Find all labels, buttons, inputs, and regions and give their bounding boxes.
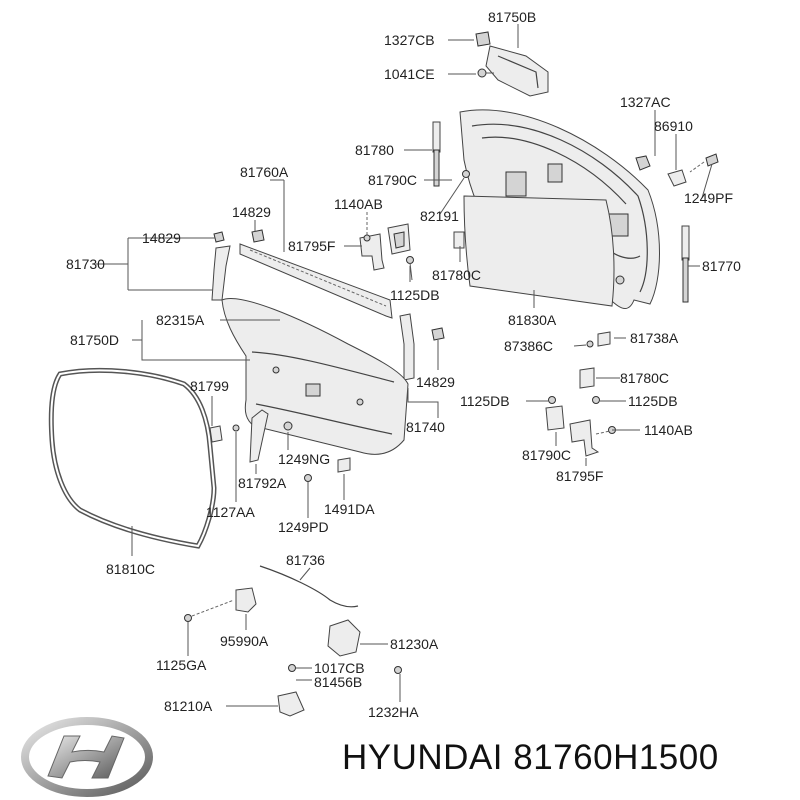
bolt-1127AA (232, 424, 240, 432)
bolt-1017CB (288, 664, 296, 672)
brand-title: HYUNDAI 81760H1500 (342, 738, 719, 777)
striker-81210A (277, 691, 305, 717)
gas-strut-left (432, 121, 441, 187)
callout-81750B: 81750B (488, 9, 536, 25)
callout-81730: 81730 (66, 256, 105, 272)
clip-82191 (462, 170, 470, 178)
bracket-81799 (209, 425, 223, 443)
bracket-top (485, 45, 549, 97)
callout-81210A: 81210A (164, 698, 213, 714)
callout-1327CB: 1327CB (384, 32, 435, 48)
bolt-1125DB-c (592, 396, 600, 404)
callout-1127AA: 1127AA (206, 504, 255, 520)
callout-14829-a: 14829 (232, 204, 271, 220)
callout-81795F-top: 81795F (288, 238, 335, 254)
callout-81760A: 81760A (240, 164, 289, 180)
callout-82191: 82191 (420, 208, 459, 224)
lower-trim-panel (221, 298, 409, 455)
callout-1327AC: 1327AC (620, 94, 671, 110)
hyundai-logo-icon (21, 717, 153, 797)
bracket-81790C-top (387, 223, 411, 255)
callout-86910: 86910 (654, 118, 693, 134)
bracket-81795F-top (359, 233, 385, 271)
clip-1327CB (475, 31, 491, 47)
bolt-1140AB-top (363, 212, 371, 242)
callout-1140AB-right: 1140AB (644, 422, 693, 438)
clip-14829-c (431, 327, 445, 341)
bolt-1232HA (394, 666, 402, 674)
clip-14829-a (213, 231, 225, 243)
callout-81790C-right: 81790C (522, 447, 571, 463)
callout-1249NG: 1249NG (278, 451, 330, 467)
callout-labels: 81750B 1327CB 1041CE 1327AC 86910 1249PF… (66, 9, 741, 720)
callout-81799: 81799 (190, 378, 229, 394)
callout-81456B: 81456B (314, 674, 362, 690)
striker-81780C-right (579, 367, 595, 389)
actuator-95990A (235, 587, 257, 613)
bolt-1125GA (184, 599, 235, 622)
bumper-86910 (667, 169, 687, 187)
callout-1491DA: 1491DA (324, 501, 375, 517)
callout-1140AB-top: 1140AB (334, 196, 383, 212)
bracket-81792A (249, 409, 269, 463)
cable-81736 (259, 565, 359, 608)
callout-81792A: 81792A (238, 475, 287, 491)
callout-1249PD: 1249PD (278, 519, 329, 535)
callout-14829-c: 14829 (416, 374, 455, 390)
callout-1249PF: 1249PF (684, 190, 733, 206)
side-trim-left (211, 245, 231, 301)
callout-81750D: 81750D (70, 332, 119, 348)
callout-1041CE: 1041CE (384, 66, 435, 82)
bracket-81790C-right (545, 405, 565, 431)
trim-panel (463, 195, 615, 307)
callout-82315A: 82315A (156, 312, 205, 328)
callout-1125DB-b: 1125DB (460, 393, 510, 409)
gas-strut-right (681, 225, 690, 303)
bumper-81738A (597, 331, 611, 347)
callout-81810C: 81810C (106, 561, 155, 577)
weatherstrip (48, 367, 217, 549)
callout-81790C-top: 81790C (368, 172, 417, 188)
callout-81780C-top: 81780C (432, 267, 481, 283)
leader-lines (96, 24, 713, 707)
latch-81230A (327, 619, 361, 657)
callout-1125DB-c: 1125DB (628, 393, 678, 409)
bolt-1041CE (477, 68, 494, 78)
side-trim-right (399, 313, 415, 381)
bolt-1125DB-top (406, 256, 414, 281)
callout-1125GA: 1125GA (156, 657, 207, 673)
callout-81780C-right: 81780C (620, 370, 669, 386)
clip-14829-b (251, 229, 265, 243)
callout-81740: 81740 (406, 419, 445, 435)
bolt-1249NG (283, 421, 293, 431)
callout-87386C: 87386C (504, 338, 553, 354)
callout-1125DB-a: 1125DB (390, 287, 440, 303)
bumper-1491DA (337, 457, 351, 473)
bushing-87386C (586, 340, 594, 348)
garnish-strip (239, 243, 393, 319)
callout-81770: 81770 (702, 258, 741, 274)
bolt-1125DB-b (548, 396, 556, 404)
striker-81780C-top (453, 231, 465, 249)
callout-95990A: 95990A (220, 633, 269, 649)
clip-1327AC (635, 155, 651, 171)
callout-81230A: 81230A (390, 636, 439, 652)
callout-81795F-right: 81795F (556, 468, 603, 484)
callout-14829-b: 14829 (142, 230, 181, 246)
callout-81738A: 81738A (630, 330, 679, 346)
bolt-1249PF (689, 153, 719, 173)
callout-81736: 81736 (286, 552, 325, 568)
callout-81830A: 81830A (508, 312, 557, 328)
bolt-1249PD (304, 474, 312, 482)
bracket-81795F-right (569, 419, 600, 457)
callout-1232HA: 1232HA (368, 704, 419, 720)
callout-1017CB: 1017CB (314, 660, 365, 676)
callout-81780: 81780 (355, 142, 394, 158)
